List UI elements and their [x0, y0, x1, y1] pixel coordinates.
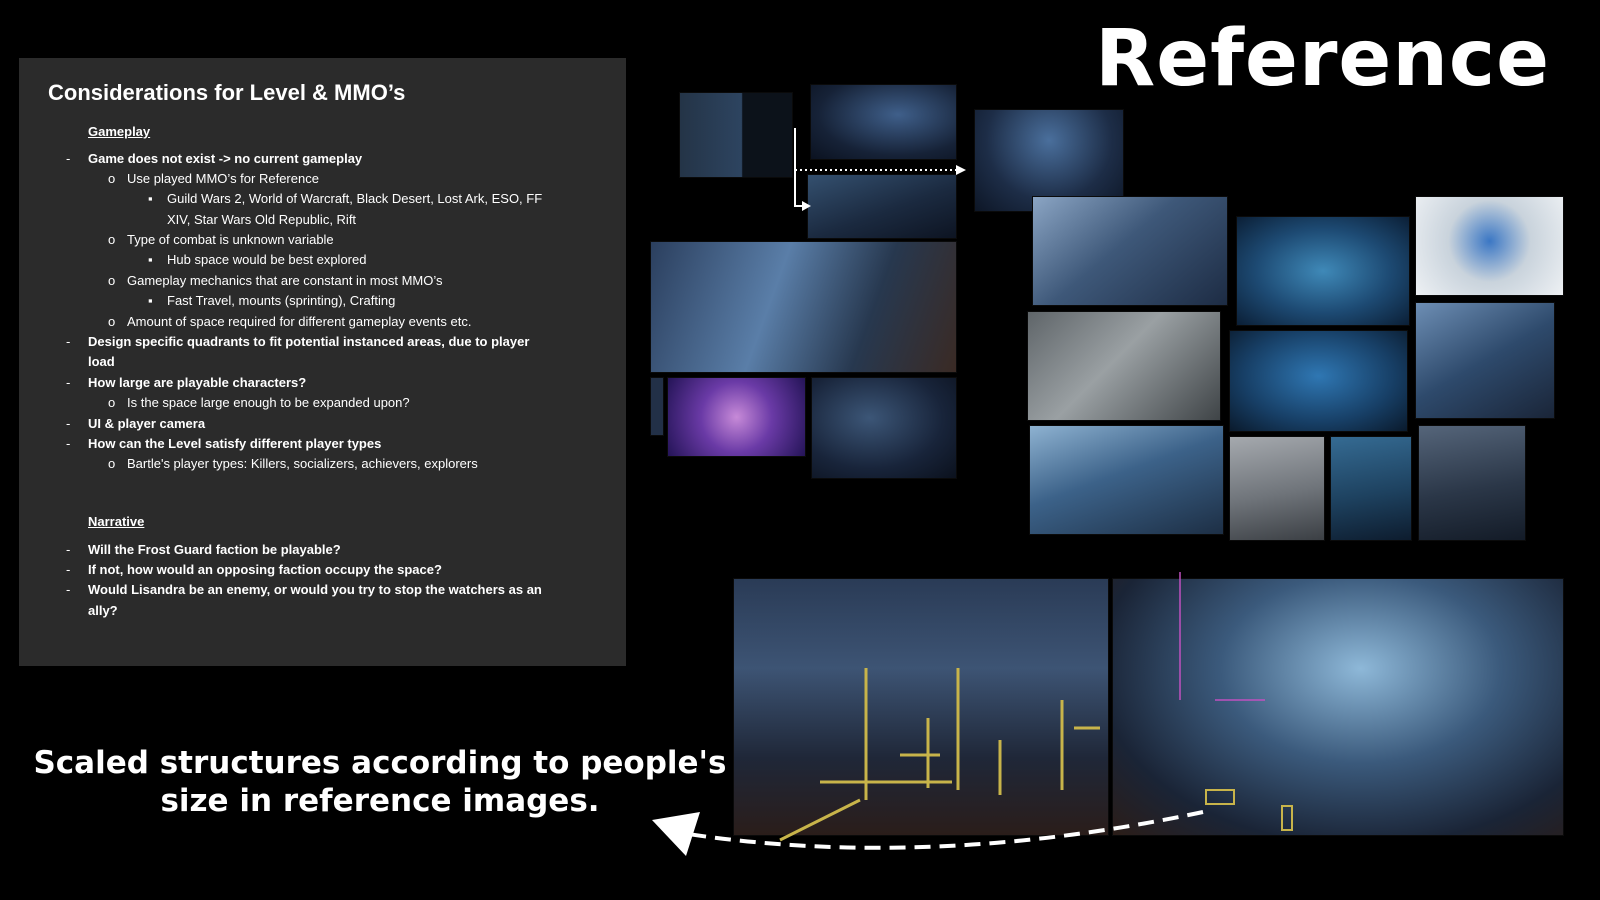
reference-image [1027, 311, 1221, 421]
panel-heading: Considerations for Level & MMO’s [48, 80, 406, 105]
reference-image [811, 377, 957, 479]
dash-marker: - [66, 562, 71, 577]
scaled-reference-image-left [733, 578, 1109, 836]
circle-marker: o [108, 395, 116, 410]
reference-image [1330, 436, 1412, 541]
arrowhead-icon [802, 201, 811, 211]
circle-marker: o [108, 171, 116, 186]
reference-image [1029, 425, 1224, 535]
dash-marker: - [66, 151, 71, 166]
gameplay-line: Type of combat is unknown variable [127, 232, 334, 247]
reference-image [807, 174, 957, 239]
reference-doc-thumbnail [679, 92, 793, 178]
caption-line-1: Scaled structures according to people's [33, 745, 727, 781]
reference-image [810, 84, 957, 160]
narrative-line: If not, how would an opposing faction oc… [88, 562, 442, 577]
slide-title: Reference [1095, 14, 1550, 104]
gameplay-line: Fast Travel, mounts (sprinting), Craftin… [167, 293, 396, 308]
dash-marker: - [66, 542, 71, 557]
gameplay-line: Use played MMO’s for Reference [127, 171, 319, 186]
dash-marker: - [66, 582, 71, 597]
circle-marker: o [108, 273, 116, 288]
square-marker: ▪ [148, 252, 153, 267]
narrative-line: Would Lisandra be an enemy, or would you… [88, 582, 542, 597]
gameplay-line: Bartle's player types: Killers, socializ… [127, 456, 478, 471]
narrative-line: ally? [88, 603, 118, 618]
dash-marker: - [66, 436, 71, 451]
dashed-arrow [687, 810, 1204, 850]
caption-line-2: size in reference images. [160, 783, 600, 819]
reference-image [650, 377, 664, 436]
narrative-line: Will the Frost Guard faction be playable… [88, 542, 341, 557]
gameplay-line: Is the space large enough to be expanded… [127, 395, 410, 410]
circle-marker: o [108, 232, 116, 247]
gameplay-line: XIV, Star Wars Old Republic, Rift [167, 212, 357, 227]
square-marker: ▪ [148, 191, 153, 206]
dash-marker: - [66, 375, 71, 390]
gameplay-line: UI & player camera [88, 416, 206, 431]
gameplay-line: Game does not exist -> no current gamepl… [88, 151, 363, 166]
considerations-panel: Considerations for Level & MMO’s Gamepla… [19, 58, 626, 666]
reference-image [1229, 436, 1325, 541]
dash-marker: - [66, 416, 71, 431]
guide-lines [1179, 572, 1265, 701]
connector-line [794, 128, 806, 207]
caption: Scaled structures according to people's … [30, 744, 730, 820]
dash-marker: - [66, 334, 71, 349]
narrative-label: Narrative [88, 514, 145, 529]
square-marker: ▪ [148, 293, 153, 308]
gameplay-line: Design specific quadrants to fit potenti… [88, 334, 530, 349]
gameplay-line: load [88, 354, 115, 369]
reference-image [1415, 302, 1555, 419]
gameplay-line: Amount of space required for different g… [127, 314, 472, 329]
reference-image [650, 241, 957, 373]
circle-marker: o [108, 456, 116, 471]
reference-image [1236, 216, 1410, 326]
scale-marker [779, 798, 861, 842]
reference-image [1418, 425, 1526, 541]
arrowhead-icon [956, 165, 966, 175]
scale-box [1205, 789, 1235, 805]
circle-marker: o [108, 314, 116, 329]
reference-image [1415, 196, 1564, 296]
gameplay-line: How can the Level satisfy different play… [88, 436, 382, 451]
scaled-reference-image-right [1112, 578, 1564, 836]
gameplay-line: Hub space would be best explored [167, 252, 367, 267]
reference-image [667, 377, 806, 457]
gameplay-line: Gameplay mechanics that are constant in … [127, 273, 443, 288]
arrowhead-icon [652, 812, 700, 856]
gameplay-line: How large are playable characters? [88, 375, 307, 390]
reference-image [1032, 196, 1228, 306]
scale-box [1281, 805, 1293, 831]
scale-markers [779, 668, 1100, 842]
reference-image [1229, 330, 1408, 432]
gameplay-label: Gameplay [88, 124, 151, 139]
gameplay-line: Guild Wars 2, World of Warcraft, Black D… [167, 191, 543, 206]
